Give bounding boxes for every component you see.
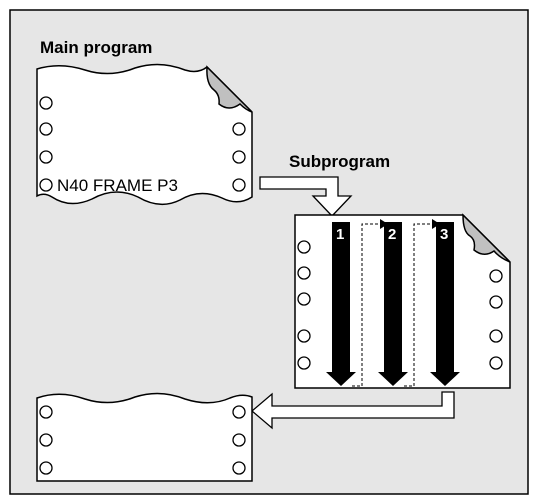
pass-number-1: 1 bbox=[336, 226, 344, 243]
main-program-continuation-sheet bbox=[37, 393, 252, 481]
punch-holes-right bbox=[233, 406, 245, 474]
punch-holes-left bbox=[40, 406, 52, 474]
frame-call-code: N40 FRAME P3 bbox=[57, 176, 178, 195]
punch-holes-right bbox=[233, 123, 245, 191]
subprogram-sheet: 1 2 3 bbox=[295, 215, 510, 388]
main-program-label: Main program bbox=[40, 38, 152, 57]
subprogram-label: Subprogram bbox=[289, 152, 390, 171]
pass-number-2: 2 bbox=[388, 226, 396, 243]
pass-number-3: 3 bbox=[440, 226, 448, 243]
